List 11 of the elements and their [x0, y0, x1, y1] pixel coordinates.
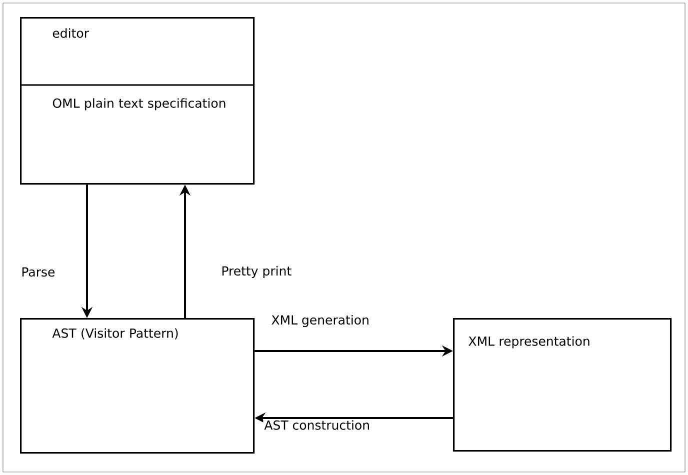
edge-label: AST construction: [263, 419, 372, 431]
process-box: [20, 17, 255, 185]
box-text: XML representation: [468, 336, 590, 348]
edge-label: XML generation: [270, 314, 370, 328]
box-text: editor: [52, 28, 89, 38]
box-text: OML plain text specification: [52, 98, 226, 110]
edge-label: Pretty print: [220, 264, 293, 280]
process-box: [453, 318, 672, 452]
edge-label: Parse: [20, 266, 56, 278]
box-text: AST (Visitor Pattern): [52, 328, 178, 340]
process-box: [20, 318, 255, 454]
